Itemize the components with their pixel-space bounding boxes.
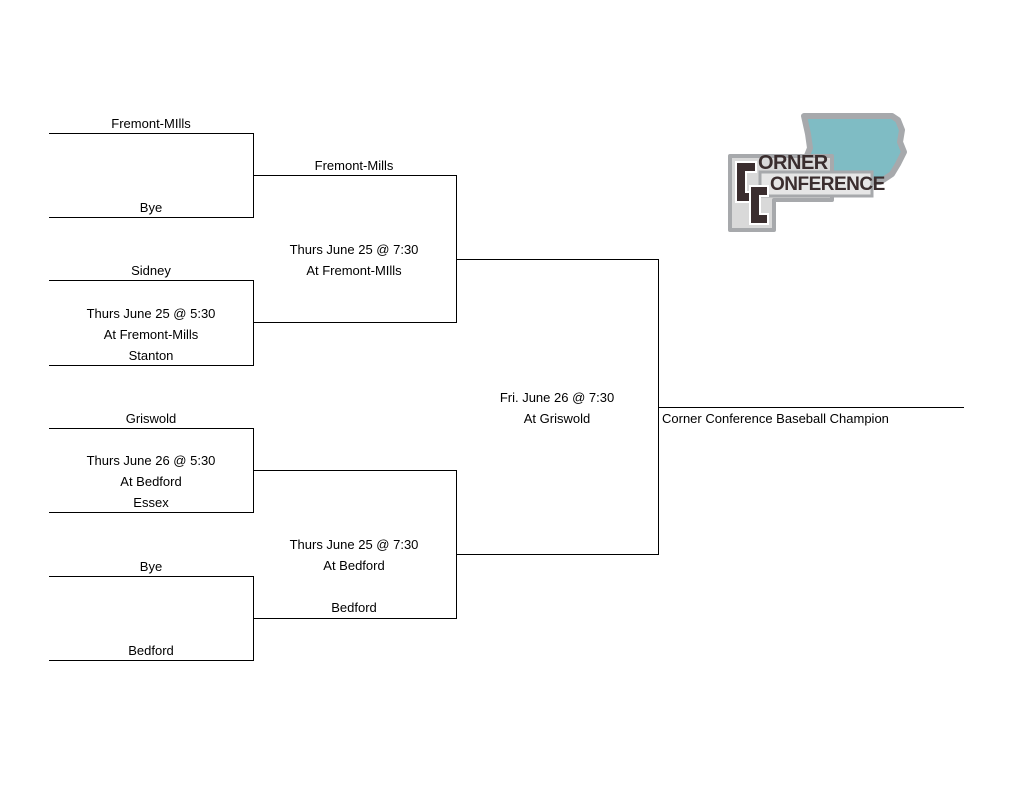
r2-game-top-connector (456, 175, 457, 323)
champion-line (658, 407, 964, 408)
r1-game-3-date: Thurs June 26 @ 5:30 (86, 453, 216, 468)
final-site: At Griswold (523, 411, 591, 426)
r2-slot-1-line (253, 175, 457, 176)
r2-top-site: At Fremont-MIlls (306, 263, 402, 278)
logo-letters: CC (908, 112, 909, 113)
r1-slot-3-line (49, 280, 254, 281)
logo-word-2: ONFERENCE (770, 174, 885, 195)
final-slot-2-line (456, 554, 659, 555)
final-date: Fri. June 26 @ 7:30 (499, 390, 615, 405)
r1-team-2: Bye (139, 200, 163, 215)
r2-slot-3-line (253, 470, 457, 471)
r1-game-3-site: At Bedford (120, 474, 182, 489)
r2-bottom-winner: Bedford (331, 600, 377, 615)
r1-slot-4-line (49, 365, 254, 366)
logo-graphic (728, 113, 907, 232)
logo-word-1: ORNER (758, 152, 828, 174)
r2-top-winner: Fremont-Mills (314, 158, 394, 173)
r1-team-3: Sidney (131, 263, 171, 278)
r2-bottom-date: Thurs June 25 @ 7:30 (289, 537, 419, 552)
r1-team-4: Stanton (128, 348, 174, 363)
r1-team-6: Essex (133, 495, 169, 510)
r1-game-2-connector (253, 280, 254, 366)
r2-slot-2-line (253, 322, 457, 323)
r1-slot-7-line (49, 576, 254, 577)
r2-top-date: Thurs June 25 @ 7:30 (289, 242, 419, 257)
r1-slot-8-line (49, 660, 254, 661)
r1-team-7: Bye (139, 559, 163, 574)
r2-game-bottom-connector (456, 470, 457, 619)
r1-team-5: Griswold (125, 411, 177, 426)
champion-label: Corner Conference Baseball Champion (662, 411, 889, 426)
final-slot-1-line (456, 259, 659, 260)
r1-game-2-date: Thurs June 25 @ 5:30 (86, 306, 216, 321)
logo-text-band (758, 170, 874, 198)
r1-slot-5-line (49, 428, 254, 429)
r1-game-2-site: At Fremont-Mills (103, 327, 199, 342)
r1-slot-6-line (49, 512, 254, 513)
r1-team-8: Bedford (128, 643, 174, 658)
r1-slot-1-line (49, 133, 254, 134)
r2-bottom-site: At Bedford (323, 558, 385, 573)
logo-letter-c-2 (749, 185, 769, 225)
r1-team-1: Fremont-MIlls (111, 116, 191, 131)
r1-slot-2-line (49, 217, 254, 218)
r2-slot-4-line (253, 618, 457, 619)
corner-conference-logo: ORNER ONFERENCE CC (722, 112, 908, 236)
